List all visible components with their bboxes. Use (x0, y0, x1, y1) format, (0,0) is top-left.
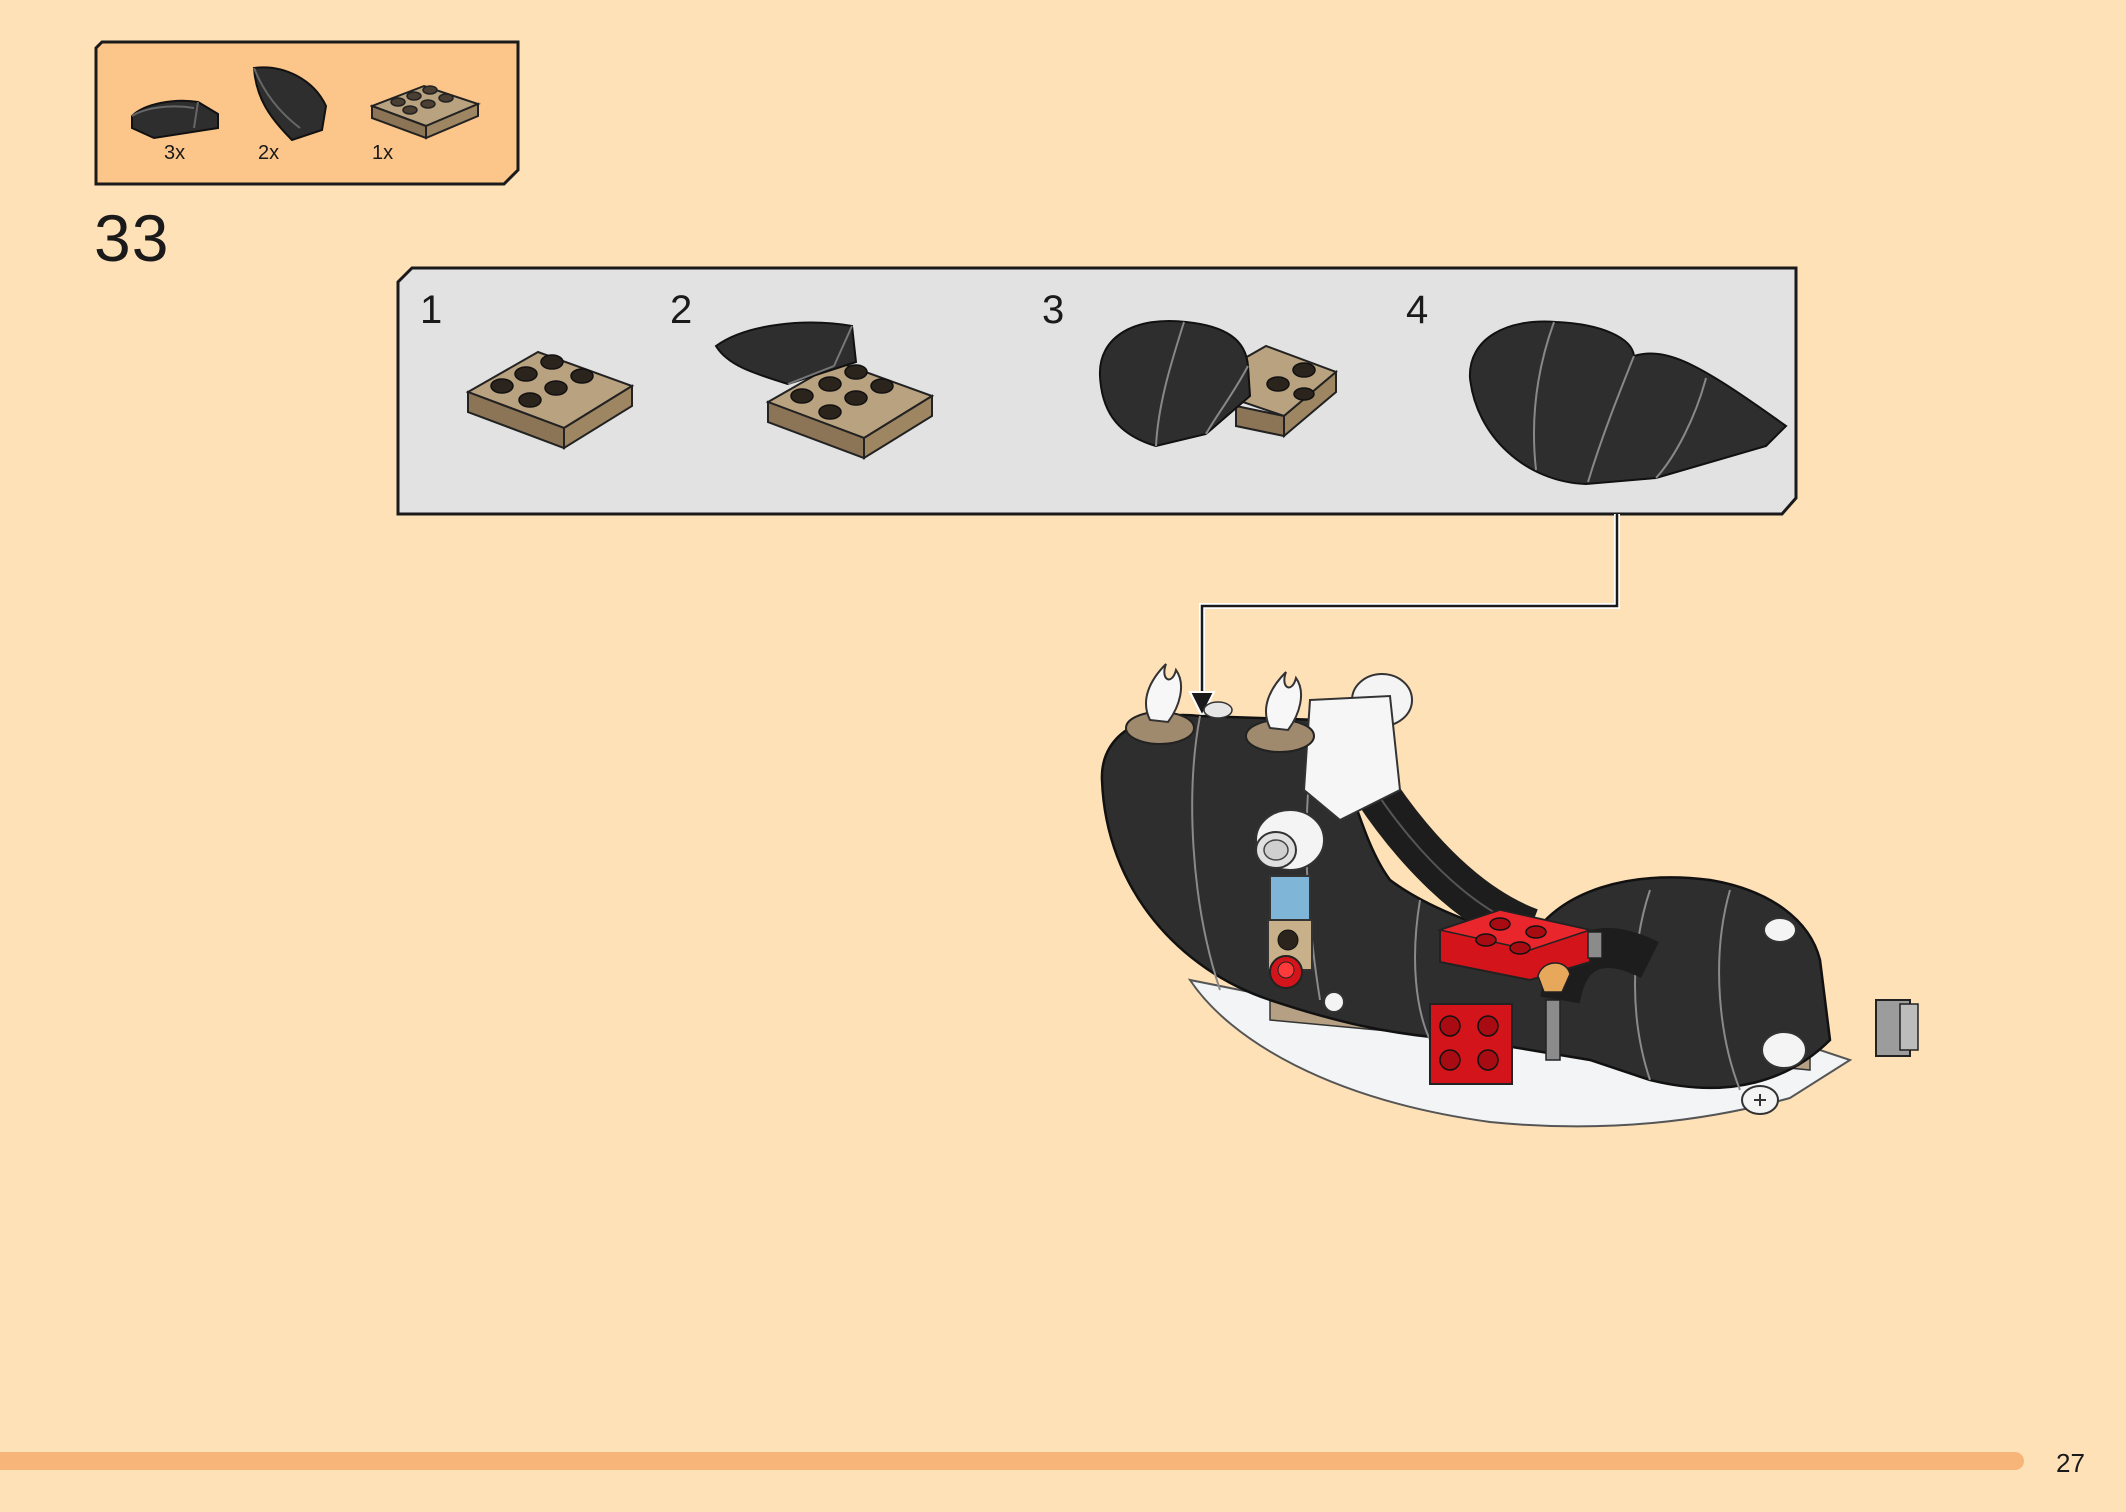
sub-step-panel-frame (396, 266, 1798, 516)
curved-dome-assembly-icon (1468, 320, 1788, 486)
sub-step-1: 1 (396, 266, 666, 516)
sled-model-illustration (1100, 663, 1919, 1128)
part-qty: 1x (372, 142, 394, 164)
step-number: 33 (94, 201, 170, 275)
white-flame-icon (1265, 671, 1303, 732)
page-number: 27 (2056, 1448, 2085, 1478)
sub-step-4: 4 (1406, 266, 1796, 516)
part-item-wedge-slope: 2x (244, 40, 364, 186)
curved-slope-pair-on-plate-icon (1098, 320, 1338, 448)
red-brick-2x2 (1429, 1003, 1513, 1085)
sub-step-number: 2 (670, 288, 693, 332)
blue-tile (1269, 875, 1311, 927)
sub-step-3: 3 (1036, 266, 1406, 516)
footer-progress-bar (0, 1452, 2024, 1470)
parts-list: 3x 2x 1x (94, 40, 520, 186)
sub-step-number: 4 (1406, 288, 1429, 332)
dark-curved-slope-icon (131, 99, 219, 140)
tan-plate-2x4-icon (465, 350, 635, 450)
part-qty: 2x (258, 142, 280, 164)
part-qty: 3x (164, 142, 186, 164)
sub-step-2: 2 (666, 266, 1036, 516)
sub-step-panel: 1 2 (396, 266, 1798, 516)
part-item-curved-slope: 3x (124, 40, 244, 186)
sub-step-number: 3 (1042, 288, 1065, 332)
sub-step-number: 1 (420, 288, 443, 332)
dark-wedge-slope-icon (252, 66, 328, 142)
tan-plate-with-curved-slope-icon (714, 321, 935, 460)
tan-hand-icon (1537, 962, 1571, 993)
white-flame-icon (1145, 663, 1183, 724)
part-item-tan-plate: 1x (370, 40, 490, 186)
tan-plate-2x4-icon (370, 84, 481, 140)
